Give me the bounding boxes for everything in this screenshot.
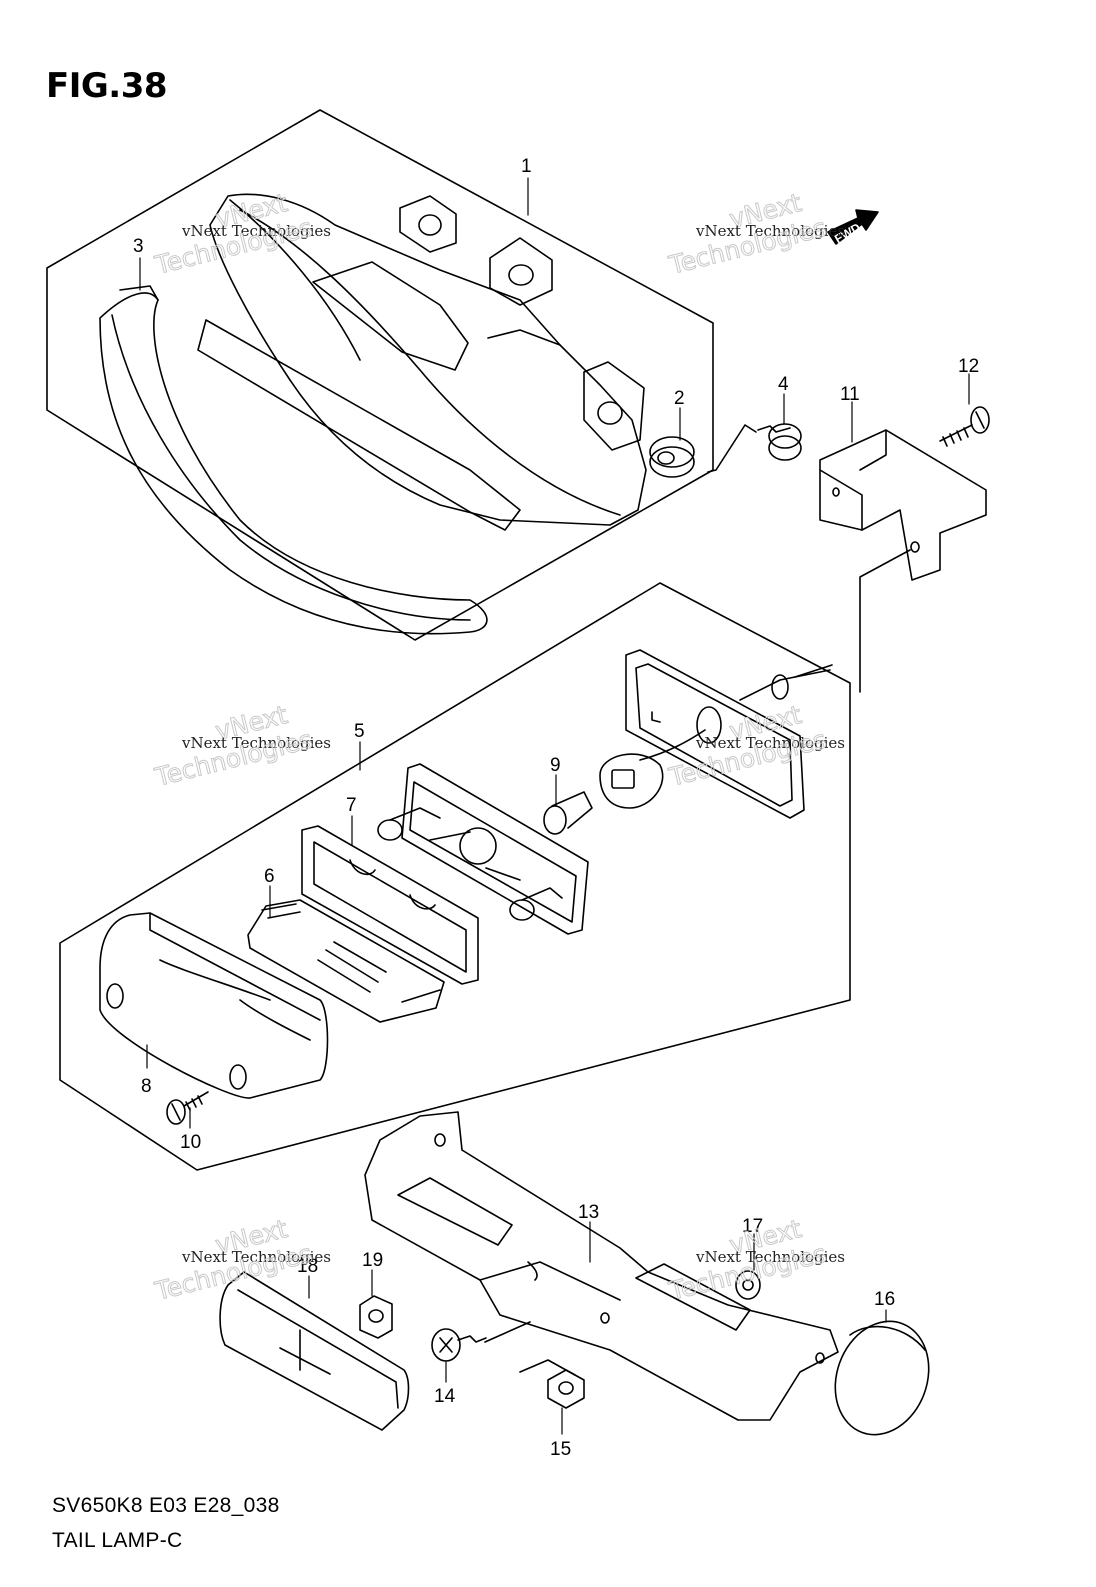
callout-14: 14 <box>434 1386 456 1407</box>
callout-19: 19 <box>362 1250 383 1271</box>
watermark-text: vNext Technologies <box>181 734 331 752</box>
callout-18: 18 <box>297 1256 318 1277</box>
callout-1: 1 <box>521 156 532 177</box>
watermark-mid-right: vNext vNext Technologies Technologies <box>665 699 845 792</box>
callout-4: 4 <box>778 374 789 395</box>
part-3-lens-strip <box>99 285 488 635</box>
callout-2: 2 <box>674 388 685 409</box>
group-boundary-top <box>46 109 714 641</box>
part-17-nut <box>735 1270 761 1300</box>
part-4-bolt <box>757 423 802 461</box>
part-10-screw <box>166 1091 209 1125</box>
callout-17: 17 <box>742 1216 763 1237</box>
figure-title: FIG.38 <box>46 66 168 106</box>
part-13-bracket <box>364 1111 839 1421</box>
callout-12: 12 <box>958 356 979 377</box>
part-7-gasket <box>301 825 479 985</box>
part-base-plate <box>377 763 589 935</box>
leader-14 <box>484 1321 576 1376</box>
watermark-text: vNext Technologies <box>181 1248 331 1266</box>
callout-10: 10 <box>180 1132 201 1153</box>
part-11-bracket <box>819 429 987 581</box>
part-6-inner-lens <box>247 899 445 1023</box>
model-code: SV650K8 E03 E28_038 <box>52 1494 280 1517</box>
part-name: TAIL LAMP-C <box>52 1529 183 1552</box>
part-1-housing <box>209 193 647 526</box>
callout-6: 6 <box>264 866 275 887</box>
part-2-grommet <box>649 436 695 478</box>
watermark-mid-left: vNext vNext Technologies Technologies <box>151 699 331 792</box>
callout-leaders <box>139 177 970 1435</box>
callout-16: 16 <box>874 1289 895 1310</box>
watermark-text: vNext Technologies <box>181 222 331 240</box>
callout-7: 7 <box>346 795 357 816</box>
part-14-screw <box>431 1328 487 1362</box>
part-18-reflector <box>219 1271 410 1431</box>
forward-arrow-icon <box>827 209 879 245</box>
callout-11: 11 <box>840 384 860 405</box>
callout-8: 8 <box>141 1076 152 1097</box>
part-12-screw <box>939 406 990 447</box>
watermark-text: vNext Technologies <box>695 734 845 752</box>
part-8-outer-lens <box>99 912 329 1099</box>
callout-5: 5 <box>354 721 365 742</box>
watermark-top-left: vNext vNext Technologies Technologies <box>151 187 331 280</box>
callout-13: 13 <box>578 1202 599 1223</box>
group-boundary-middle <box>59 582 851 1171</box>
callout-numbers: 1 2 3 4 5 6 7 8 9 10 11 12 13 14 15 16 1… <box>133 156 979 1460</box>
part-16-round-reflector <box>834 1320 930 1436</box>
part-socket-cover <box>625 649 833 819</box>
part-15-nut <box>547 1369 585 1409</box>
watermark-top-right: vNext vNext Technologies Technologies <box>665 187 845 280</box>
part-19-nut <box>359 1295 393 1339</box>
leader-11 <box>859 549 911 693</box>
callout-9: 9 <box>550 755 561 776</box>
watermark-text: vNext Technologies <box>695 1248 845 1266</box>
callout-3: 3 <box>133 236 144 257</box>
watermark-bottom-left: vNext vNext Technologies Technologies <box>151 1213 331 1306</box>
part-9-bulb <box>543 729 706 835</box>
leader-2-4 <box>707 424 757 473</box>
part-3-inner-bar <box>197 319 521 531</box>
watermark-text: vNext Technologies <box>695 222 845 240</box>
watermark-bottom-right: vNext vNext Technologies Technologies <box>665 1213 845 1306</box>
callout-15: 15 <box>550 1439 571 1460</box>
